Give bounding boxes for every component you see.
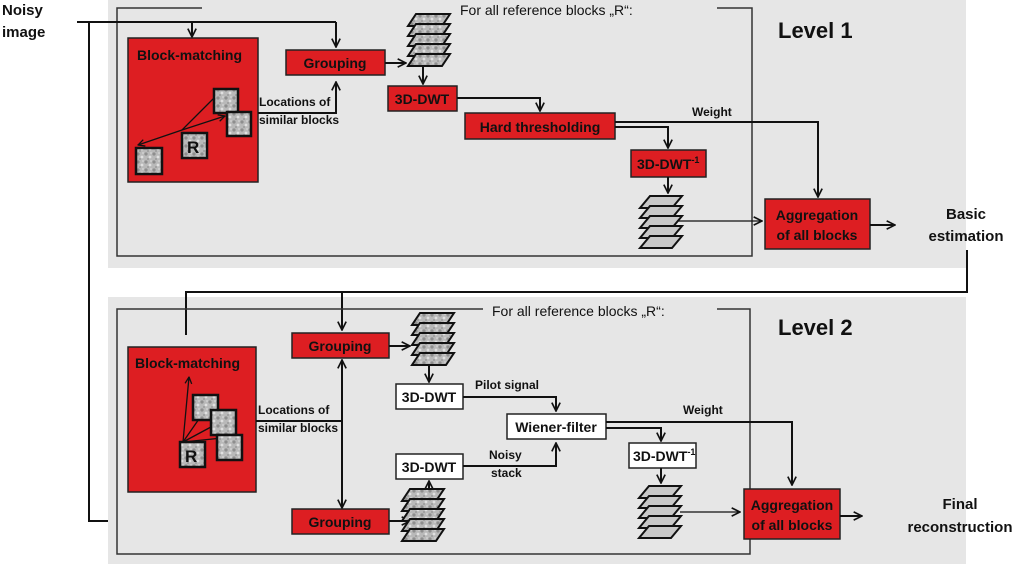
grouping-2-bottom: [291, 508, 390, 535]
arrow-to-thresholding: [457, 97, 540, 111]
noisy-stack-line: [463, 443, 556, 467]
weight-1-label: Weight: [692, 105, 732, 119]
filtered-stack-2: [638, 485, 682, 539]
input-label-line1: Noisy: [2, 2, 44, 19]
hard-thresholding: [464, 112, 616, 140]
pilot-signal-line: [463, 396, 556, 411]
idwt-2: [628, 442, 697, 469]
level2-title: Level 2: [778, 315, 853, 340]
locations-1-line1: Locations of: [259, 95, 331, 109]
pilot-signal-label: Pilot signal: [475, 378, 539, 392]
match-arrow: [181, 116, 225, 131]
block-stack-2a: [411, 312, 455, 366]
aggregation-2-line2: of all blocks: [752, 517, 833, 533]
reference-block-2: [178, 440, 207, 469]
level1-title: Level 1: [778, 18, 853, 43]
dwt-2a-label: 3D-DWT: [402, 389, 457, 405]
reference-block-1-label: R: [187, 138, 199, 157]
grouping-2-top: [291, 332, 390, 359]
grouping-2-bottom-label: Grouping: [309, 514, 372, 530]
aggregation-1-line1: Aggregation: [776, 207, 858, 223]
noisy-stack-label-line1: Noisy: [489, 448, 522, 462]
block-matching-2-label: Block-matching: [135, 355, 240, 371]
aggregation-1-line2: of all blocks: [777, 227, 858, 243]
dwt-1-label: 3D-DWT: [395, 91, 450, 107]
locations-1-line2: similar blocks: [259, 113, 339, 127]
grouping-1-label: Grouping: [304, 55, 367, 71]
similar-block: [209, 408, 238, 437]
weight-line-2: [606, 421, 792, 485]
match-arrow: [138, 129, 183, 145]
level2-loop-label: For all reference blocks „R“:: [492, 303, 665, 319]
idwt-2-label: 3D-DWT-1: [633, 447, 695, 464]
block-stack-2b: [401, 488, 445, 542]
aggregation-1: [764, 198, 871, 250]
idwt-1: [630, 149, 707, 178]
idwt-1-label: 3D-DWT-1: [637, 155, 699, 172]
block-matching-1-label: Block-matching: [137, 47, 242, 63]
final-line1: Final: [942, 496, 977, 513]
dwt-2b: [395, 453, 464, 480]
basic-estimation-line1: Basic: [946, 206, 986, 223]
locations-2-line2: similar blocks: [258, 421, 338, 435]
wiener-filter: [506, 413, 607, 440]
input-label-line2: image: [2, 24, 45, 41]
aggregation-2: [743, 488, 841, 540]
weight-2-label: Weight: [683, 403, 723, 417]
arrow-to-idwt-1: [615, 126, 668, 148]
wiener-filter-label: Wiener-filter: [515, 419, 597, 435]
level1-loop-label: For all reference blocks „R“:: [460, 2, 633, 18]
similar-block: [215, 433, 244, 462]
grouping-1: [285, 49, 386, 76]
reference-block-2-label: R: [185, 447, 197, 466]
arrow-to-idwt-2: [606, 427, 661, 441]
similar-block: [225, 110, 253, 138]
grouping-2-top-label: Grouping: [309, 338, 372, 354]
similar-block: [134, 146, 164, 176]
final-line2: reconstruction: [907, 519, 1012, 536]
level1-loop-frame: [116, 7, 753, 257]
filtered-stack-1: [639, 195, 683, 249]
level2-loop-frame: [116, 308, 751, 555]
locations-line-1: [258, 82, 336, 114]
locations-2-line1: Locations of: [258, 403, 330, 417]
hard-thresholding-label: Hard thresholding: [480, 119, 601, 135]
reference-block-1: [180, 131, 209, 160]
weight-line-1: [615, 121, 818, 197]
dwt-2b-label: 3D-DWT: [402, 459, 457, 475]
noisy-stack-label-line2: stack: [491, 466, 522, 480]
match-arrow: [182, 377, 189, 443]
block-stack-1: [407, 13, 451, 67]
similar-block: [212, 87, 240, 115]
aggregation-2-line1: Aggregation: [751, 497, 833, 513]
basic-estimation-line2: estimation: [928, 228, 1003, 245]
